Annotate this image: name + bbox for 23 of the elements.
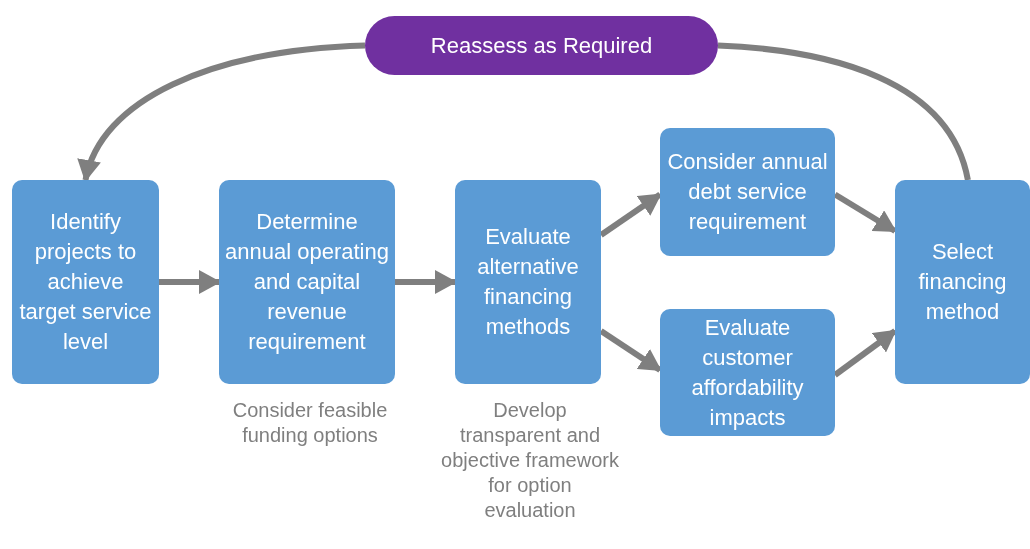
node-label: Evaluate alternative financing methods xyxy=(476,223,580,341)
connector-line xyxy=(717,42,971,181)
process-box xyxy=(660,309,835,436)
node-label: Reassess as Required xyxy=(430,31,653,60)
arrow xyxy=(833,328,897,378)
process-box xyxy=(455,180,601,384)
arrow xyxy=(159,270,221,294)
arrow xyxy=(833,192,897,234)
annotation-text: Consider feasible funding options xyxy=(231,398,389,448)
node-label: Consider annual debt service requirement xyxy=(666,148,829,236)
process-box xyxy=(895,180,1030,384)
process-box xyxy=(219,180,395,384)
process-box xyxy=(12,180,159,384)
arrow xyxy=(395,270,457,294)
node-label: Evaluate customer affordability impacts xyxy=(690,313,805,432)
arrow xyxy=(79,42,366,182)
process-box xyxy=(660,128,835,256)
arrow xyxy=(599,192,662,238)
arrow xyxy=(599,328,662,373)
node-label: Determine annual operating and capital revenue requirement xyxy=(225,208,389,356)
annotation-text: Develop transparent and objective framework for option evaluation xyxy=(440,398,620,523)
node-label: Identify projects to achieve target service level xyxy=(18,208,153,356)
node-label: Select financing method xyxy=(917,238,1008,326)
